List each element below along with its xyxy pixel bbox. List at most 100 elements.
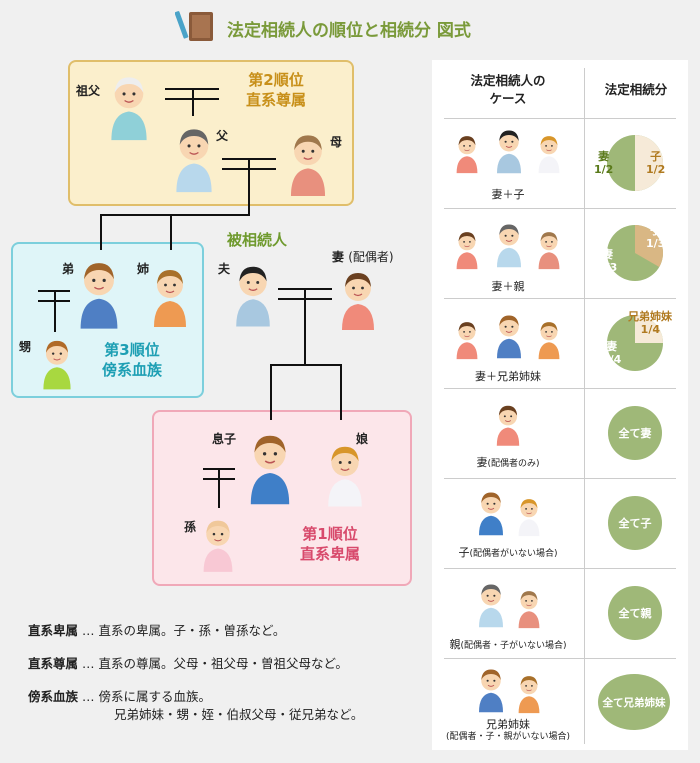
legend-term: 直系卑属 (28, 623, 79, 638)
share-a: 妻 2/3 (598, 248, 617, 274)
share-a-label: 妻 (598, 150, 610, 163)
table-row: 兄弟姉妹 (配偶者・子・親がいない場合) 全て兄弟姉妹 (432, 658, 688, 748)
father-figure (494, 218, 524, 270)
gen1-label-line2: 直系卑属 (299, 545, 360, 563)
row-divider (444, 568, 676, 569)
share-b-value: 1/4 (640, 323, 660, 336)
legend-term: 直系尊属 (28, 656, 79, 671)
table-row: 妻＋親 妻 2/3 子 1/3 (432, 208, 688, 298)
grandchild-figure (200, 516, 236, 572)
brother-drop-line (100, 214, 102, 250)
case-label: 兄弟姉妹 (配偶者・子・親がいない場合) (432, 718, 584, 744)
case-label: 妻＋兄弟姉妹 (475, 370, 541, 383)
daughter-figure (516, 494, 542, 538)
case-label-note: (配偶者のみ) (487, 459, 540, 469)
result-badge: 全て親 (608, 586, 662, 640)
husband-figure (232, 258, 274, 330)
sister-drop-line (170, 214, 172, 250)
wife-figure (338, 266, 378, 332)
legend-item-direct-descendants: 直系卑属 … 直系の卑属。子・孫・曽孫など。 (28, 622, 285, 640)
daughter-drop-line (340, 364, 342, 420)
legend-description: 直系の尊属。父母・祖父母・曽祖父母など。 (98, 656, 348, 671)
legend-description: 傍系に属する血族。 (98, 689, 211, 704)
son-figure (246, 426, 294, 508)
case-label: 妻(配偶者のみ) (432, 456, 584, 471)
mother-figure (286, 130, 330, 196)
gen2-label-line1: 第2順位 (248, 71, 304, 89)
wife-label: 妻 (配偶者) (332, 248, 394, 265)
son-figure (476, 486, 506, 538)
gen2-label: 第2順位 直系尊属 (236, 70, 316, 110)
couple-descent-line (304, 288, 306, 366)
share-a: 妻 3/4 (602, 340, 621, 366)
husband-label: 夫 (218, 262, 231, 276)
share-b-label: 兄弟姉妹 (628, 310, 672, 323)
children-bar (270, 364, 342, 366)
share-a-label: 妻 (606, 340, 618, 353)
daughter-figure (324, 440, 366, 508)
wife-figure (494, 402, 522, 446)
mother-label: 母 (330, 135, 343, 149)
parent-descent-line (248, 158, 250, 216)
case-label: 妻＋子 (491, 188, 525, 201)
wife-figure (454, 228, 480, 270)
row-divider (444, 658, 676, 659)
case-label-main: 親 (449, 638, 461, 651)
share-b: 子 1/3 (646, 224, 665, 250)
case-label: 親(配偶者・子がいない場合) (432, 638, 584, 653)
result-badge: 全て子 (608, 496, 662, 550)
decedent-label: 被相続人 (226, 231, 287, 249)
gen3-label-line1: 第3順位 (104, 341, 160, 359)
col1-header-line1: 法定相続人の (470, 73, 546, 88)
result-badge: 全て兄弟姉妹 (598, 674, 670, 730)
diagram-title-area: 法定相続人の順位と相続分 図式 (174, 9, 471, 47)
gen1-label-line1: 第1順位 (302, 525, 358, 543)
share-a-value: 1/2 (594, 163, 614, 176)
row-divider (444, 478, 676, 479)
share-b-value: 1/3 (646, 237, 666, 250)
younger-brother-figure (76, 254, 122, 332)
share-pie-chart (607, 315, 663, 371)
share-a-value: 2/3 (598, 261, 618, 274)
brother-figure (494, 310, 524, 360)
mother-figure (516, 586, 542, 630)
older-sister-label: 姉 (137, 262, 150, 276)
row-divider (444, 208, 676, 209)
daughter-label: 娘 (356, 432, 369, 446)
share-b: 子 1/2 (646, 150, 665, 176)
table-row: 妻＋子 妻 1/2 子 1/2 (432, 118, 688, 208)
col1-header-line2: ケース (489, 91, 527, 106)
nephew-descent-line (54, 290, 56, 332)
result-badge: 全て妻 (608, 406, 662, 460)
sister-figure (516, 672, 542, 714)
share-a-label: 妻 (602, 248, 614, 261)
father-figure (172, 122, 216, 194)
table-row: 親(配偶者・子がいない場合) 全て親 (432, 568, 688, 658)
wife-label-main: 妻 (332, 250, 345, 264)
nephew-figure (40, 336, 74, 390)
share-a-value: 3/4 (602, 353, 622, 366)
share-pie-chart (607, 225, 664, 281)
pencil-notebook-icon (174, 9, 217, 47)
legend-separator: … (78, 656, 99, 671)
share-a: 妻 1/2 (594, 150, 613, 176)
case-label-note: (配偶者・子がいない場合) (460, 641, 567, 651)
husband-figure (494, 126, 524, 174)
inheritance-share-table: 法定相続人の ケース 法定相続分 妻＋子 妻 1/2 子 1/2 妻＋親 (432, 60, 688, 750)
row-divider (444, 388, 676, 389)
case-label-main: 妻 (476, 456, 488, 469)
table-row: 妻＋兄弟姉妹 妻 3/4 兄弟姉妹 1/4 (432, 298, 688, 388)
case-label: 子(配偶者がいない場合) (432, 546, 584, 561)
son-label: 息子 (212, 432, 237, 446)
gen2-label-line2: 直系尊属 (245, 91, 306, 109)
page-title: 法定相続人の順位と相続分 図式 (227, 20, 471, 41)
grandfather-figure (107, 70, 151, 142)
younger-brother-label: 弟 (62, 262, 75, 276)
col2-header: 法定相続分 (604, 82, 668, 97)
case-label-note: (配偶者・子・親がいない場合) (445, 732, 571, 742)
table-row: 妻(配偶者のみ) 全て妻 (432, 388, 688, 478)
legend-item-collateral: 傍系血族 … 傍系に属する血族。 兄弟姉妹・甥・姪・伯叔父母・従兄弟など。 (28, 688, 363, 724)
grandchild-label: 孫 (184, 520, 197, 534)
case-label: 妻＋親 (491, 280, 525, 293)
table-row: 子(配偶者がいない場合) 全て子 (432, 478, 688, 568)
